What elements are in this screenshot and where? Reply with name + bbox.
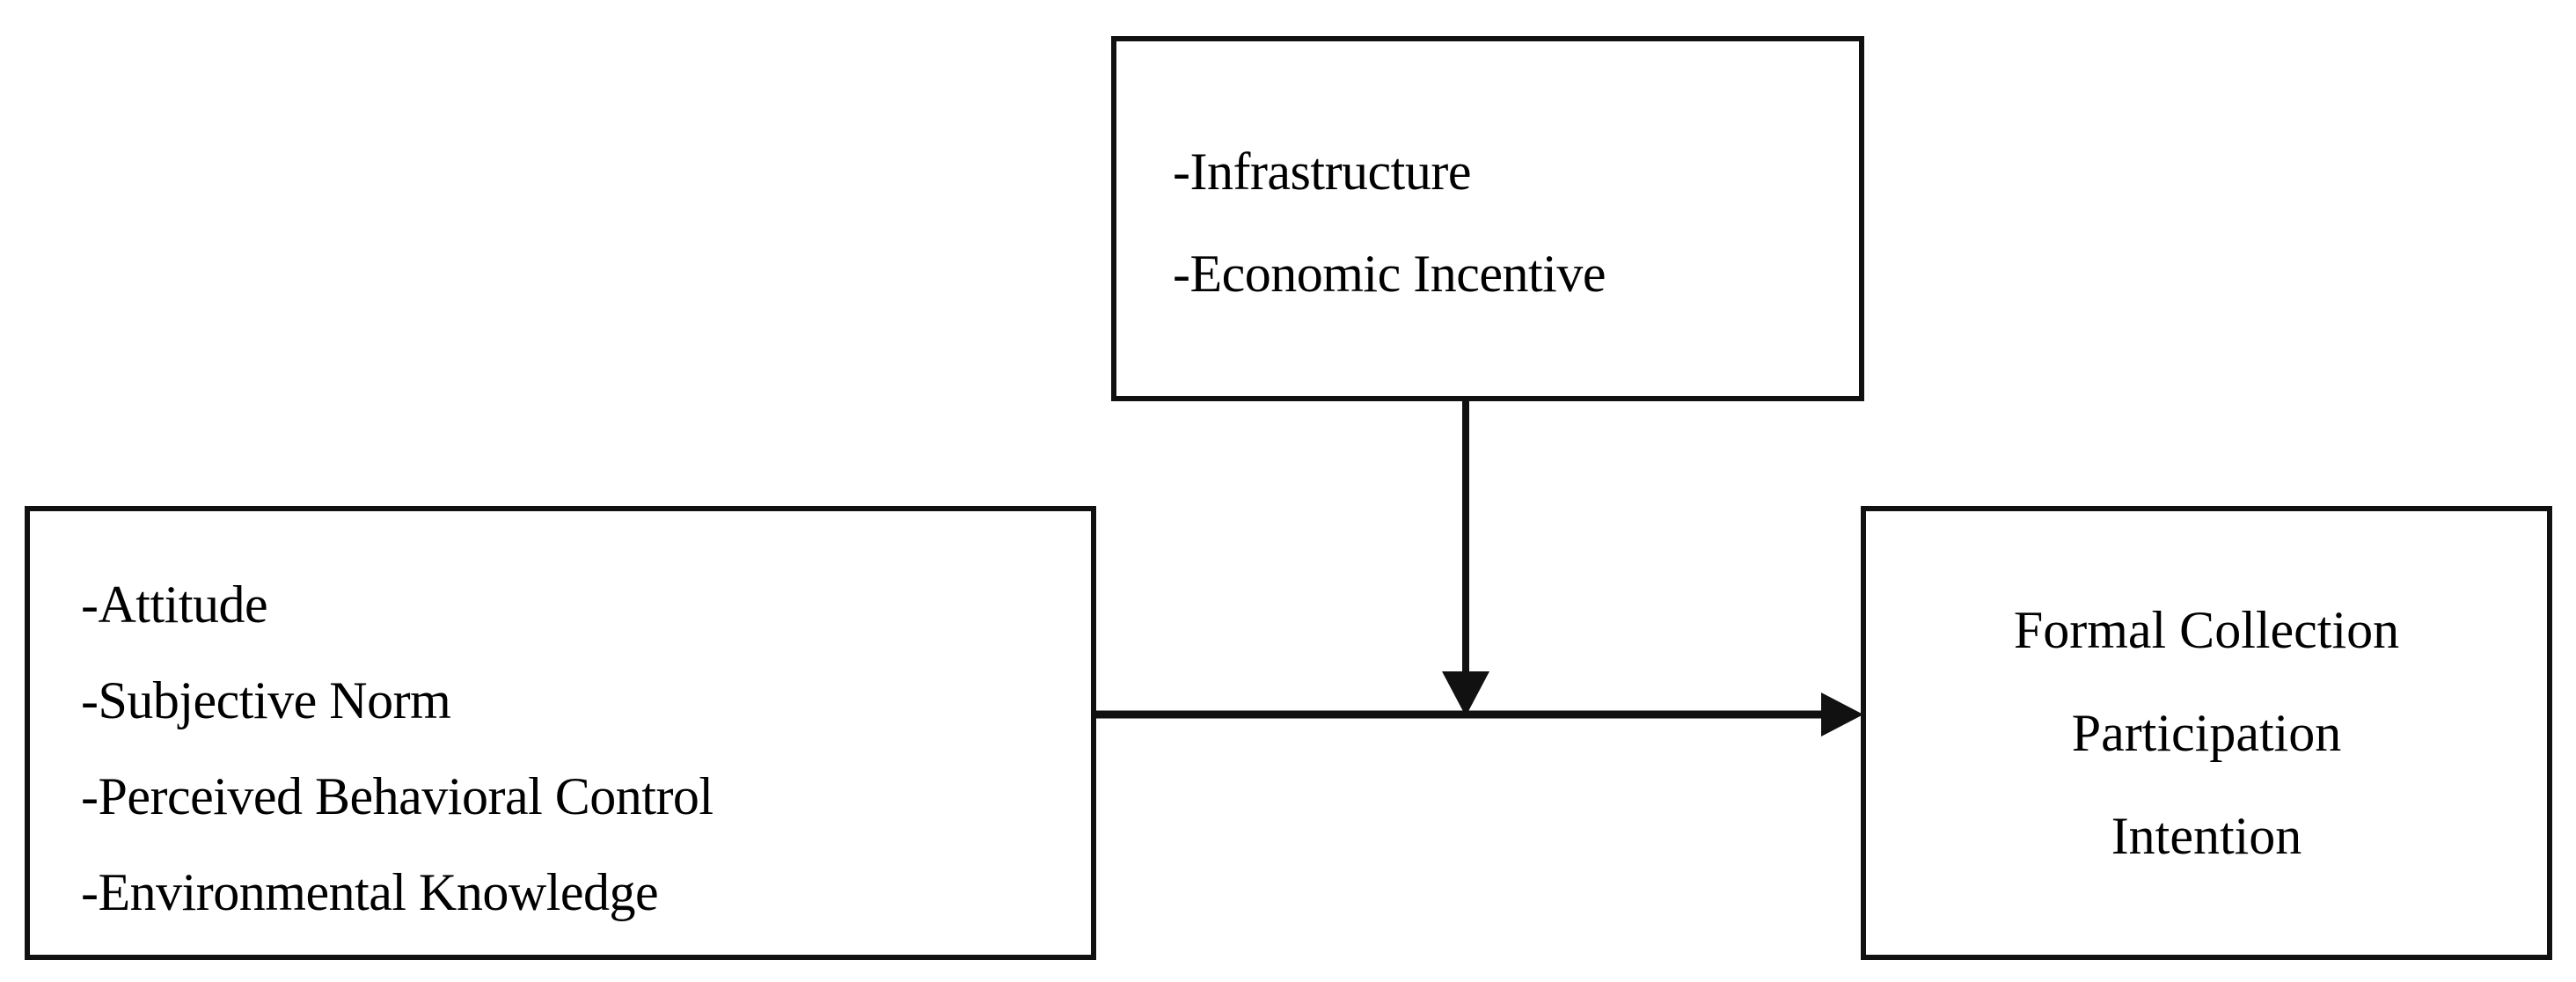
outcome-line: Participation bbox=[2071, 704, 2342, 762]
horizontal-arrowhead-icon bbox=[1821, 693, 1863, 736]
antecedent-item: -Environmental Knowledge bbox=[81, 863, 659, 921]
moderator-to-path-arrow bbox=[1442, 401, 1489, 716]
moderating-factors-box: -Infrastructure -Economic Incentive bbox=[1111, 36, 1864, 401]
outcome-line: Intention bbox=[2111, 807, 2302, 865]
outcome-line: Formal Collection bbox=[2013, 601, 2400, 659]
antecedent-item: -Subjective Norm bbox=[81, 671, 451, 729]
outcome-box: Formal Collection Participation Intentio… bbox=[1861, 506, 2552, 960]
moderator-item: -Infrastructure bbox=[1173, 143, 1471, 201]
antecedent-item: -Perceived Behavioral Control bbox=[81, 767, 714, 825]
antecedents-to-outcome-arrow bbox=[1096, 693, 1863, 736]
antecedent-item: -Attitude bbox=[81, 575, 268, 634]
antecedent-factors-box: -Attitude -Subjective Norm -Perceived Be… bbox=[25, 506, 1096, 960]
moderator-item: -Economic Incentive bbox=[1173, 245, 1606, 303]
vertical-arrowhead-icon bbox=[1442, 671, 1489, 716]
